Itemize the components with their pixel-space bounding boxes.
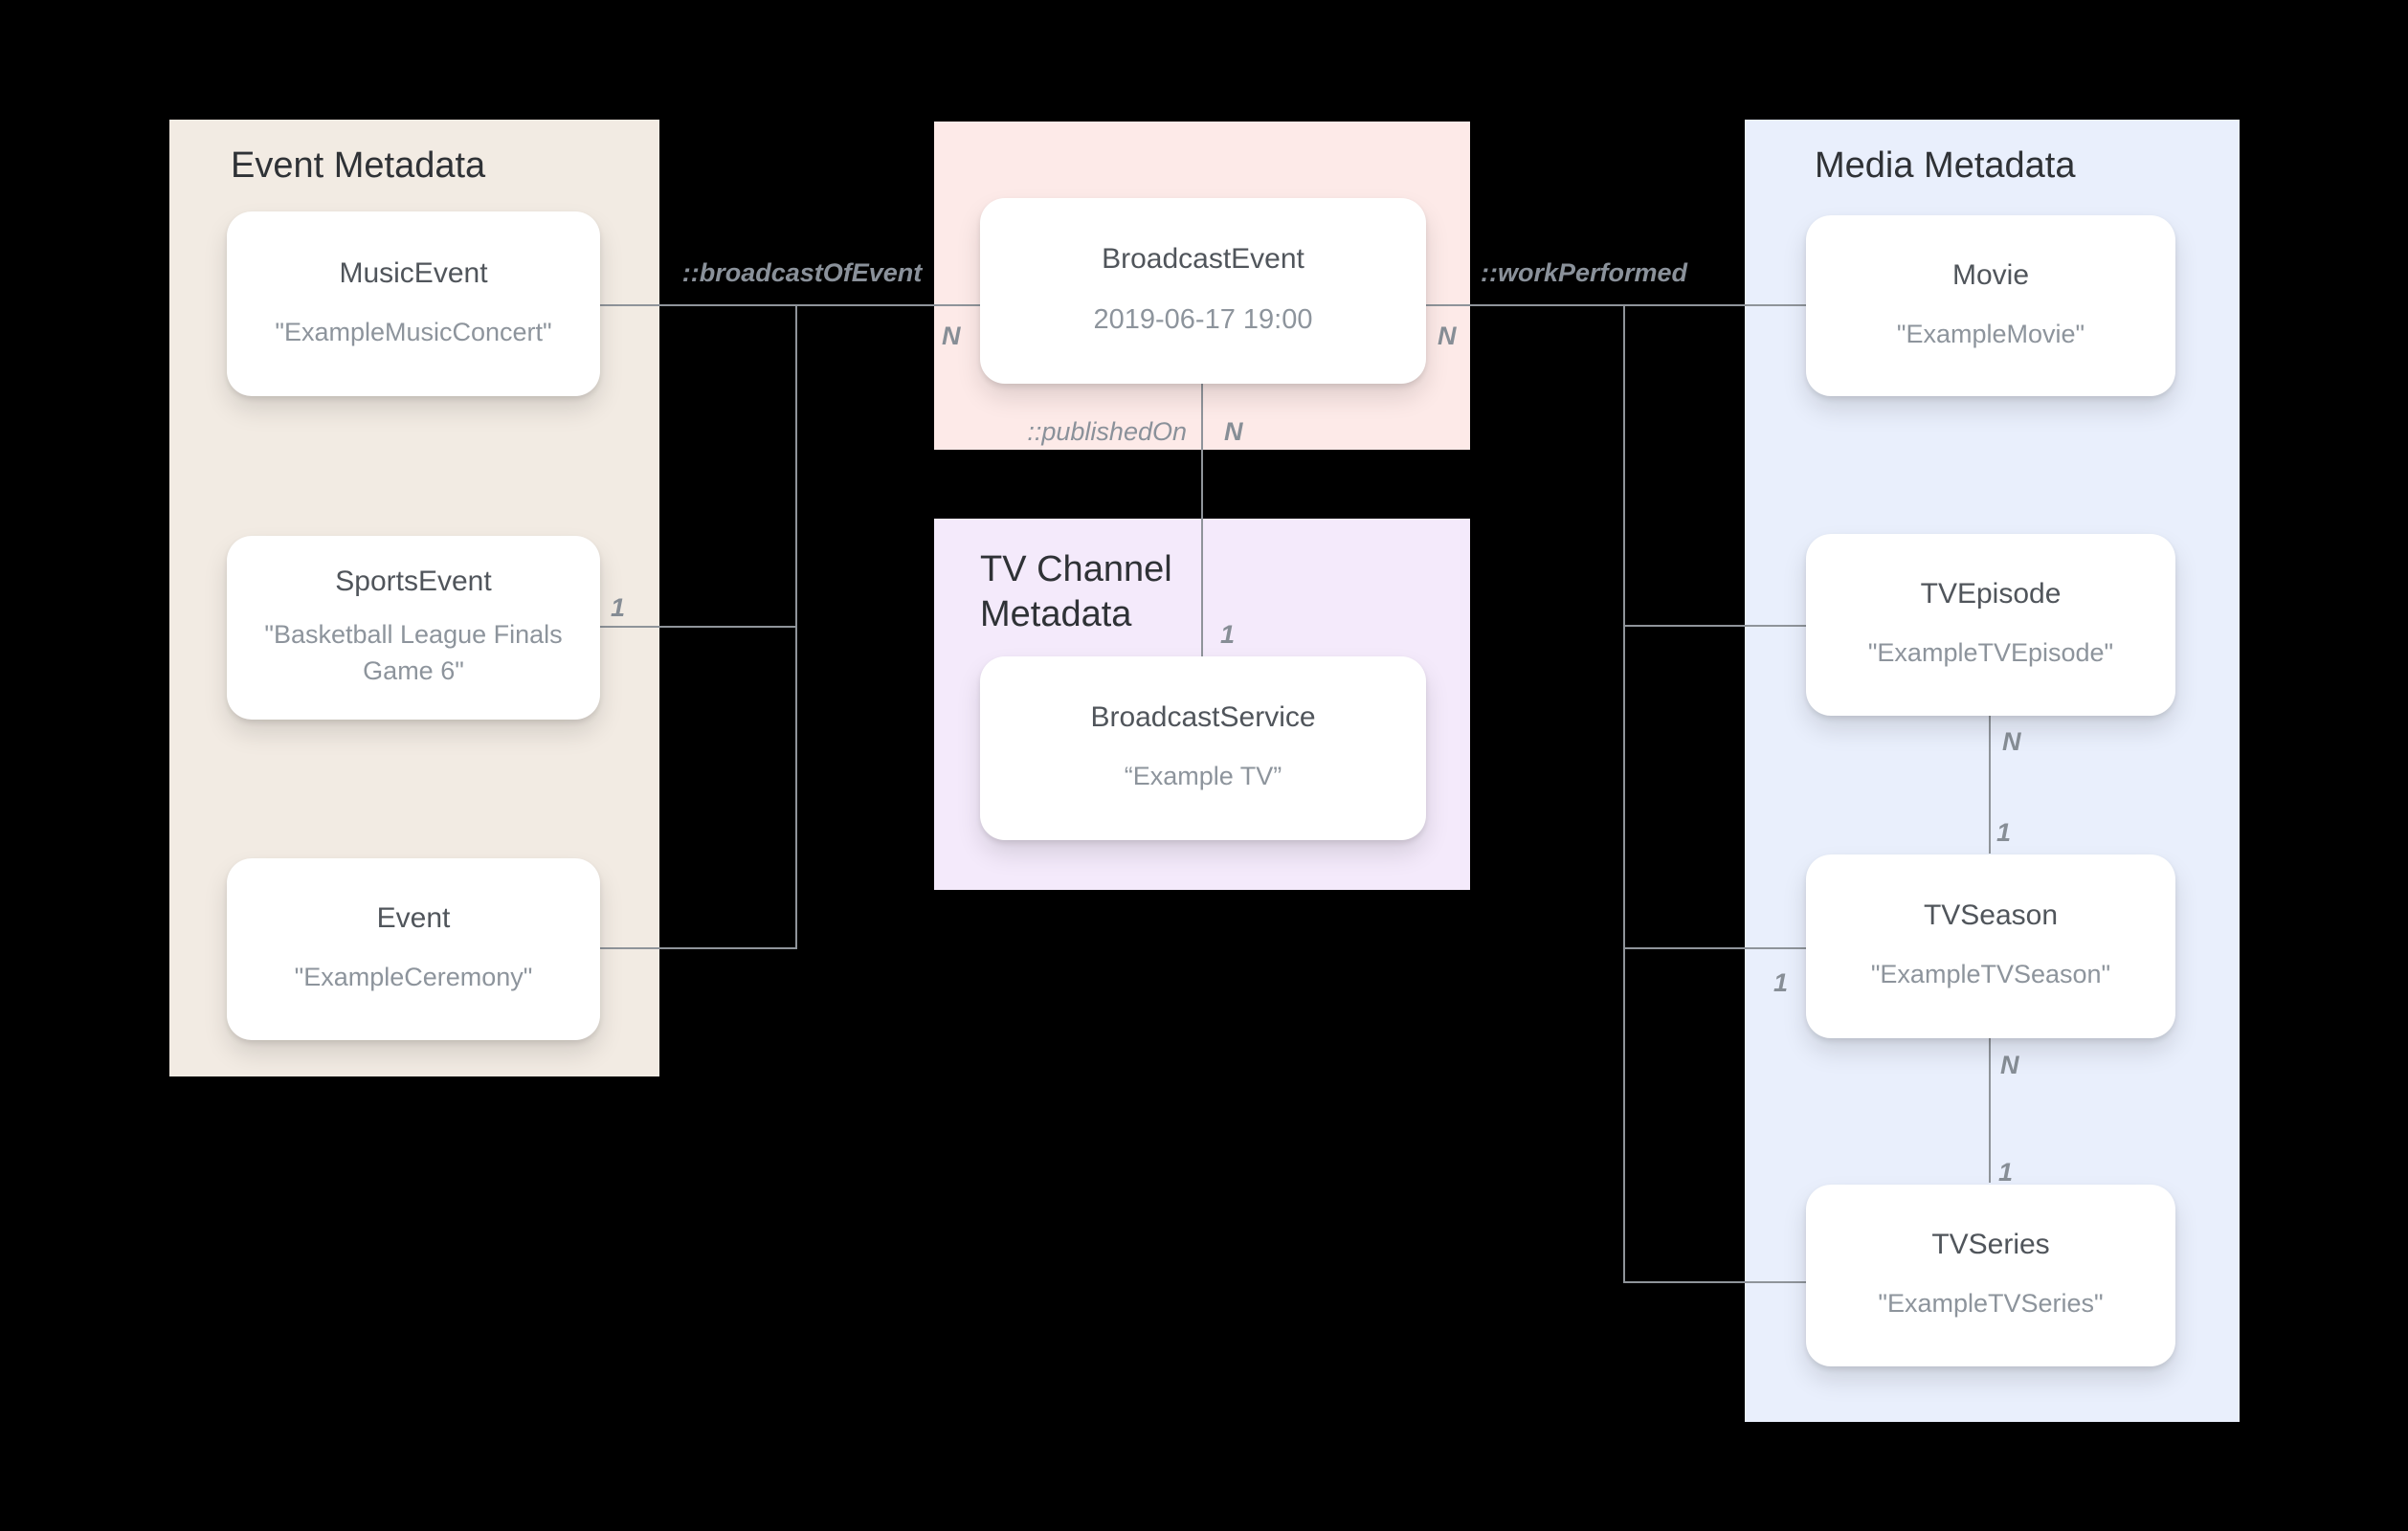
media-metadata-title: Media Metadata — [1815, 145, 2076, 186]
connector-broadcast-of-event-line — [599, 304, 982, 306]
cardinality-episode-season-n: N — [2002, 727, 2021, 756]
broadcast-of-event-label: ::broadcastOfEvent — [681, 258, 923, 287]
card-tv-series-title: TVSeries — [1931, 1229, 2050, 1261]
cardinality-broadcast-left-n: N — [942, 322, 961, 350]
cardinality-published-on-n: N — [1224, 417, 1243, 446]
card-event: Event "ExampleCeremony" — [227, 858, 600, 1040]
card-broadcast-event-title: BroadcastEvent — [1102, 242, 1304, 275]
connector-work-performed-line — [1425, 304, 1807, 306]
card-event-subtitle: "ExampleCeremony" — [294, 963, 533, 992]
connector-tv-series-line — [1623, 1281, 1807, 1283]
card-event-title: Event — [376, 902, 451, 935]
card-sports-event-subtitle: "Basketball League Finals Game 6" — [264, 620, 563, 685]
card-movie-subtitle: "ExampleMovie" — [1896, 319, 2085, 348]
event-metadata-title: Event Metadata — [231, 145, 486, 186]
cardinality-published-on-1: 1 — [1220, 620, 1236, 649]
card-tv-season-title: TVSeason — [1923, 899, 2059, 932]
card-sports-event: SportsEvent "Basketball League Finals Ga… — [227, 536, 600, 720]
card-music-event: MusicEvent "ExampleMusicConcert" — [227, 211, 600, 396]
card-music-event-subtitle: "ExampleMusicConcert" — [275, 317, 552, 346]
card-broadcast-service-title: BroadcastService — [1090, 701, 1316, 734]
card-tv-series: TVSeries "ExampleTVSeries" — [1806, 1185, 2175, 1366]
connector-sports-event-line — [599, 626, 797, 628]
card-music-event-title: MusicEvent — [339, 256, 488, 289]
cardinality-episode-season-1: 1 — [1996, 818, 2012, 847]
connector-episode-season-line — [1989, 716, 1991, 854]
card-tv-series-subtitle: "ExampleTVSeries" — [1878, 1289, 2104, 1319]
card-tv-episode-subtitle: "ExampleTVEpisode" — [1867, 638, 2114, 668]
connector-tv-episode-line — [1623, 625, 1807, 627]
card-movie: Movie "ExampleMovie" — [1806, 215, 2175, 396]
connector-season-series-line — [1989, 1038, 1991, 1183]
work-performed-label: ::workPerformed — [1480, 258, 1688, 287]
connector-right-trunk — [1623, 304, 1625, 1283]
card-tv-season: TVSeason "ExampleTVSeason" — [1806, 854, 2175, 1038]
card-sports-event-title: SportsEvent — [335, 566, 492, 598]
published-on-label: ::publishedOn — [1027, 417, 1187, 446]
card-movie-title: Movie — [1951, 258, 2030, 291]
connector-published-on-line — [1201, 383, 1203, 658]
tv-channel-metadata-title: TV Channel Metadata — [980, 549, 1172, 635]
card-tv-episode-title: TVEpisode — [1920, 578, 2062, 610]
card-broadcast-event-subtitle: 2019-06-17 19:00 — [1093, 303, 1313, 335]
card-broadcast-service: BroadcastService “Example TV” — [980, 656, 1426, 840]
card-tv-episode: TVEpisode "ExampleTVEpisode" — [1806, 534, 2175, 716]
card-broadcast-service-subtitle: “Example TV” — [1124, 762, 1282, 791]
cardinality-season-series-n: N — [2000, 1051, 2019, 1079]
connector-tv-season-line — [1623, 947, 1807, 949]
card-broadcast-event: BroadcastEvent 2019-06-17 19:00 — [980, 198, 1426, 384]
cardinality-season-series-1: 1 — [1998, 1158, 2014, 1187]
card-tv-season-subtitle: "ExampleTVSeason" — [1870, 960, 2111, 989]
cardinality-sports-1: 1 — [611, 593, 626, 622]
cardinality-broadcast-right-n: N — [1438, 322, 1457, 350]
cardinality-season-left-1: 1 — [1773, 968, 1789, 997]
connector-event-line — [599, 947, 797, 949]
